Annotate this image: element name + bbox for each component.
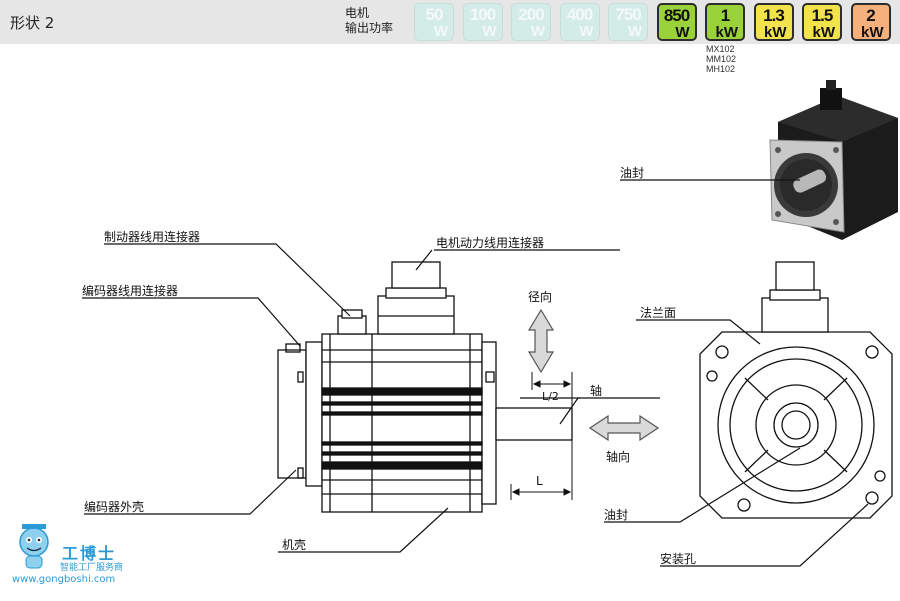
label-length-l: L: [536, 474, 543, 488]
label-encoder-cover: 编码器外壳: [84, 500, 145, 514]
label-radial: 径向: [528, 290, 553, 304]
shape-title: 形状 2: [10, 14, 55, 32]
radial-arrow: [527, 308, 555, 374]
badge-unit: kW: [715, 24, 739, 41]
power-label: 电机 输出功率: [345, 6, 394, 35]
model-name: MH102: [706, 64, 736, 74]
badge-value: 1.3: [763, 6, 785, 25]
badge-value: 1: [720, 6, 730, 25]
axial-arrow: [588, 414, 660, 442]
label-shaft: 轴: [590, 384, 603, 398]
motor-front-view: [699, 261, 893, 519]
badge-value: 200: [518, 5, 544, 24]
label-oil-seal: 油封: [604, 508, 629, 522]
badge-value: 50: [425, 5, 444, 24]
badge-unit: W: [482, 23, 497, 40]
label-power-connector: 电机动力线用连接器: [436, 236, 545, 250]
label-flange: 法兰面: [640, 306, 677, 320]
badge-unit: W: [433, 23, 448, 40]
badge-unit: kW: [812, 24, 836, 41]
badge-unit: kW: [764, 24, 787, 41]
badge-unit: W: [579, 23, 594, 40]
mascot-logo-icon: [19, 524, 49, 569]
motor-side-view: [277, 261, 573, 513]
badge-value: 2: [866, 6, 875, 25]
badge-value: 750: [615, 5, 641, 24]
label-mount-hole: 安装孔: [660, 552, 697, 566]
label-housing: 机壳: [282, 538, 307, 552]
badge-unit: kW: [861, 24, 884, 41]
badge-value: 850: [663, 6, 690, 25]
label-encoder-connector: 编码器线用连接器: [82, 284, 179, 298]
badge-value: 400: [566, 5, 593, 24]
label-half-l: L/2: [542, 390, 559, 403]
model-name: MX102: [706, 44, 735, 54]
badge-value: 1.5: [811, 6, 834, 25]
leader-lines: [82, 243, 869, 567]
label-axial: 轴向: [606, 450, 631, 464]
model-name: MM102: [706, 54, 737, 64]
badge-unit: W: [627, 23, 642, 40]
brand-url: www.gongboshi.com: [12, 574, 116, 585]
badge-unit: W: [675, 24, 690, 41]
brand-name: 工博士: [62, 544, 117, 563]
badge-value: 100: [469, 5, 496, 24]
model-list: MX102 MM102 MH102: [706, 44, 736, 74]
motor-photo: [769, 80, 898, 240]
brand-tagline: 智能工厂服务商: [60, 563, 124, 573]
badge-unit: W: [530, 23, 545, 40]
label-brake-connector: 制动器线用连接器: [104, 230, 201, 244]
label-oil-seal-photo: 油封: [620, 166, 645, 180]
dimension-marks: [510, 372, 573, 500]
